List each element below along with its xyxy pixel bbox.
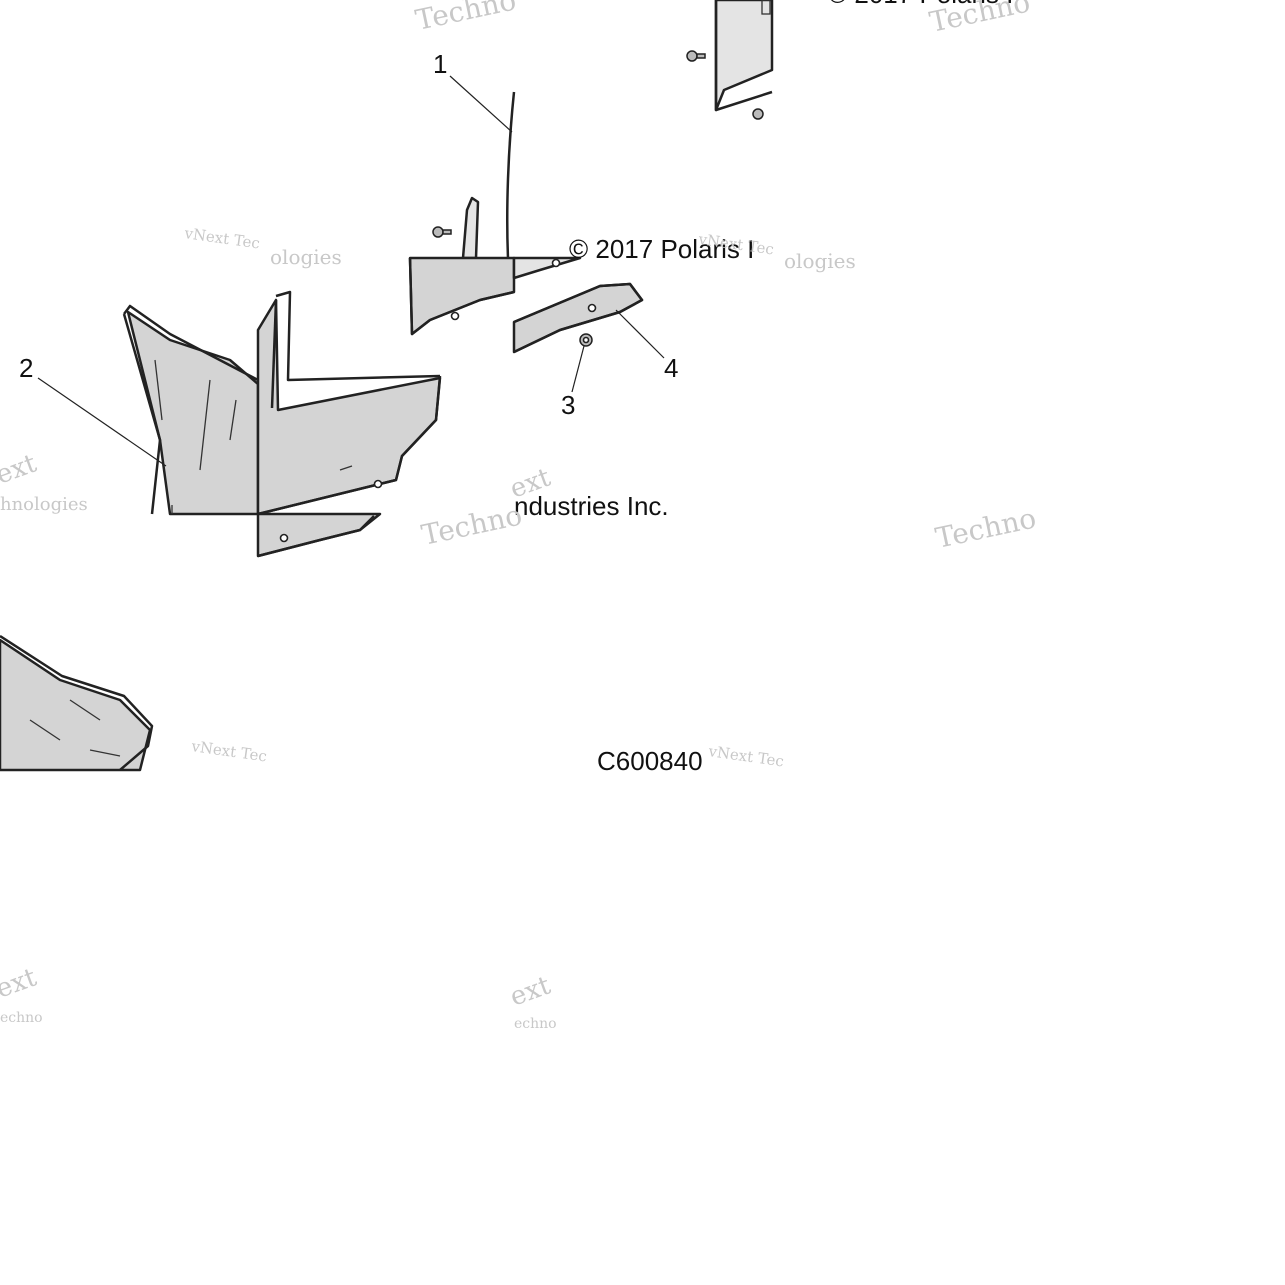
copyright-fragment-top: © 2017 Polaris I bbox=[828, 0, 1013, 9]
svg-text:ologies: ologies bbox=[270, 245, 342, 269]
part-4-bracket bbox=[512, 256, 644, 354]
svg-text:vNext Tec: vNext Tec bbox=[182, 224, 261, 253]
svg-text:hnologies: hnologies bbox=[0, 494, 88, 515]
svg-text:Techno: Techno bbox=[419, 498, 525, 551]
watermark-layer: Techno Techno Techno Techno vNext Tec vN… bbox=[0, 0, 1039, 1032]
copyright-fragment-low: ndustries Inc. bbox=[514, 491, 669, 521]
svg-text:ext: ext bbox=[506, 970, 555, 1012]
svg-text:ext: ext bbox=[0, 448, 41, 490]
leader-1 bbox=[449, 75, 513, 133]
leader-4 bbox=[615, 309, 665, 359]
svg-text:echno: echno bbox=[0, 1010, 43, 1026]
svg-text:vNext Tec: vNext Tec bbox=[189, 737, 268, 766]
svg-text:vNext Tec: vNext Tec bbox=[706, 742, 785, 771]
copyright-fragment-mid: © 2017 Polaris I bbox=[569, 234, 754, 264]
part-1-lower bbox=[408, 256, 516, 336]
svg-text:Techno: Techno bbox=[413, 0, 519, 37]
svg-text:ologies: ologies bbox=[784, 249, 856, 273]
callout-3: 3 bbox=[561, 390, 575, 420]
callout-1: 1 bbox=[433, 49, 447, 79]
screw-fastener bbox=[686, 50, 698, 62]
leader-2 bbox=[37, 377, 167, 467]
screw-fastener bbox=[432, 226, 444, 238]
part-3-nut bbox=[579, 333, 593, 347]
leader-3 bbox=[571, 345, 585, 393]
nut-fastener bbox=[752, 108, 764, 120]
figure-id: C600840 bbox=[597, 746, 703, 776]
svg-text:ext: ext bbox=[0, 962, 41, 1004]
svg-text:echno: echno bbox=[514, 1016, 557, 1032]
callout-2: 2 bbox=[19, 353, 33, 383]
part-1-upper bbox=[432, 91, 516, 260]
part-2-bracket-foot bbox=[256, 512, 382, 558]
part-2-bracket bbox=[256, 290, 442, 516]
part-2-upper bbox=[122, 304, 260, 516]
part-1-top-right bbox=[686, 0, 774, 120]
svg-text:Techno: Techno bbox=[933, 501, 1039, 554]
svg-text:Techno: Techno bbox=[927, 0, 1033, 39]
callout-4: 4 bbox=[664, 353, 678, 383]
part-2-lower bbox=[0, 634, 154, 772]
